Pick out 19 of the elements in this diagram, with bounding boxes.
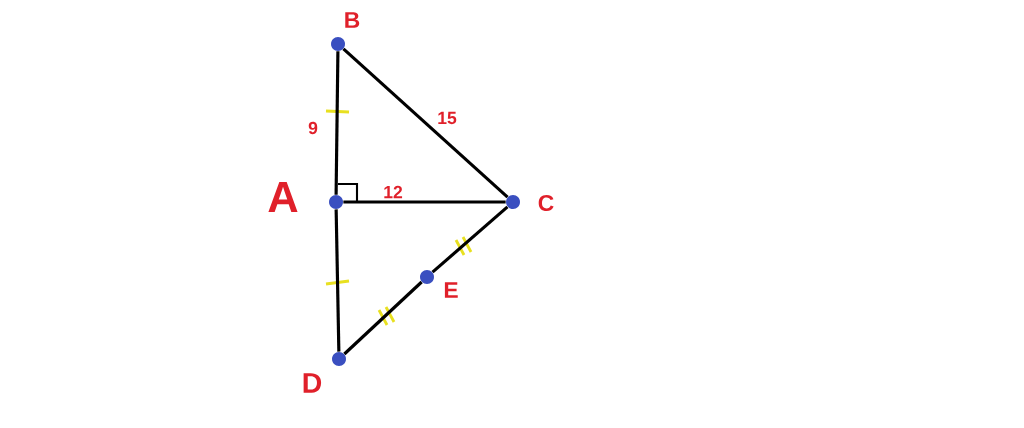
- length-label: 9: [308, 121, 318, 135]
- point-label: E: [444, 282, 458, 298]
- line-segment: [334, 51, 340, 195]
- point-dot: [331, 37, 345, 51]
- length-label: 15: [438, 111, 457, 125]
- line-segment: [431, 205, 509, 274]
- point-dot: [329, 195, 343, 209]
- point-label: B: [345, 12, 360, 28]
- line-segment: [343, 280, 423, 356]
- point-label: A: [268, 182, 298, 212]
- length-label: 12: [384, 185, 403, 199]
- point-label: C: [538, 194, 554, 212]
- point-label: D: [303, 373, 322, 393]
- line-segment: [334, 209, 341, 352]
- point-dot: [506, 195, 520, 209]
- point-dot: [332, 352, 346, 366]
- point-dot: [420, 270, 434, 284]
- line-segment: [343, 200, 506, 204]
- line-segment: [342, 47, 509, 199]
